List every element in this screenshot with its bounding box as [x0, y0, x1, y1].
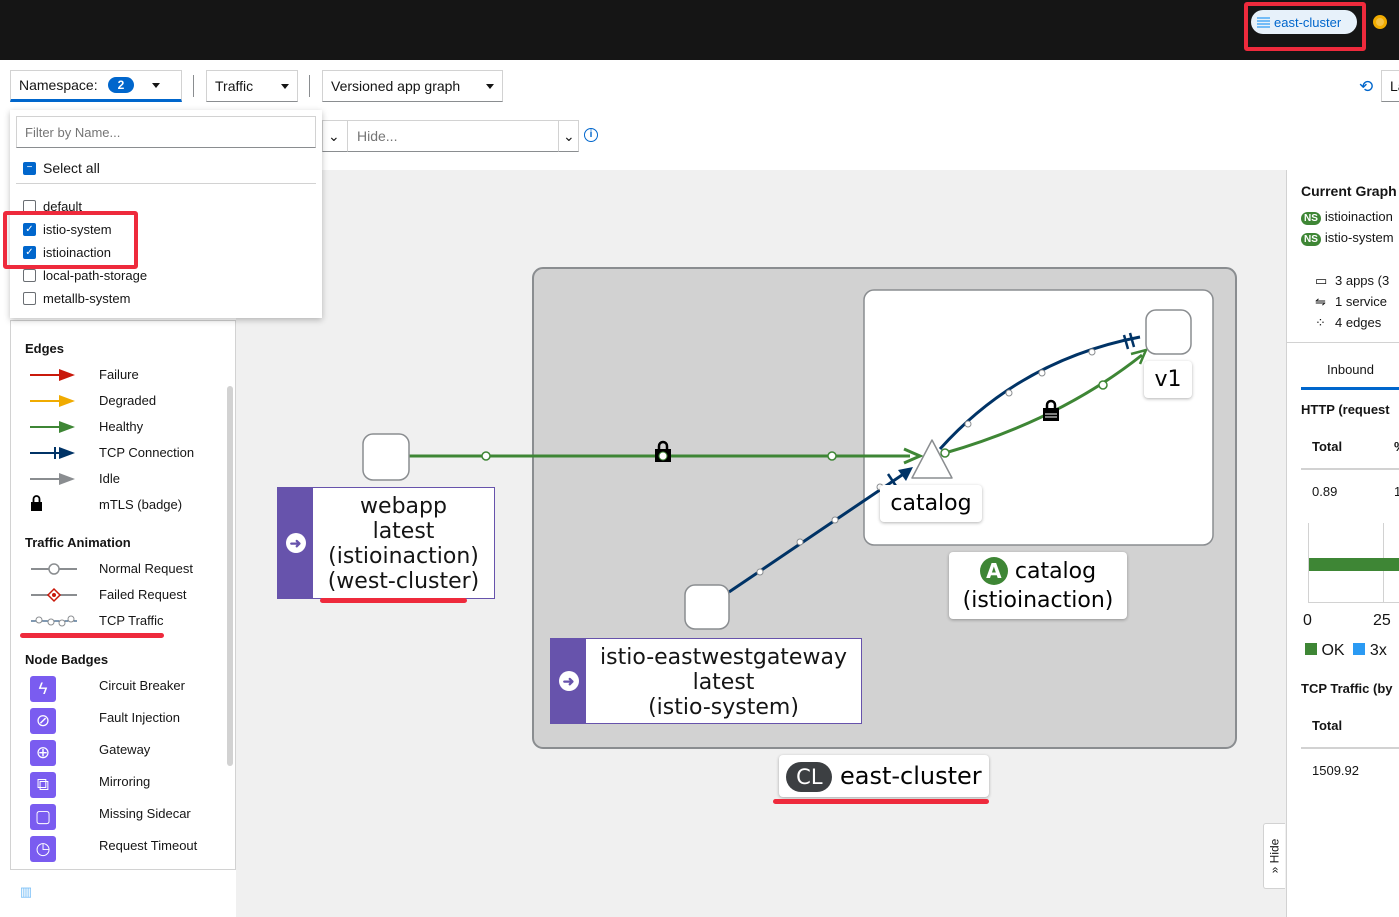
highlight-box [1244, 2, 1366, 51]
annotation-underline [320, 598, 467, 603]
failed-request-icon [31, 587, 77, 603]
hide-input[interactable] [347, 120, 559, 152]
divider [1287, 342, 1399, 343]
edge-catalog-v1-http [940, 348, 1149, 458]
catalog-app-label[interactable]: A catalog (istioinaction) [949, 552, 1127, 619]
legend-panel: Edges Failure Degraded Healthy TCP Conne… [10, 320, 236, 870]
legend-scrollbar[interactable] [227, 386, 233, 766]
arrow-circle-icon: ➜ [285, 533, 306, 553]
divider [309, 75, 310, 97]
node-v1 [1145, 309, 1192, 355]
caret-down-icon [152, 82, 161, 88]
cluster-badge: CL [786, 762, 833, 792]
tcp-arrow-icon [30, 447, 75, 459]
divider [1301, 747, 1399, 749]
select-all-checkbox[interactable]: −Select all [23, 160, 100, 176]
tab-inbound[interactable]: Inbound [1301, 362, 1399, 390]
node-gateway [684, 584, 730, 630]
hide-panel-button[interactable]: » Hide [1263, 823, 1285, 889]
mirror-icon: ⧉ [30, 772, 56, 798]
info-icon[interactable]: i [584, 128, 598, 142]
clock-icon: ◷ [30, 836, 56, 862]
v1-label[interactable]: v1 [1144, 361, 1192, 398]
tcp-traffic-icon [31, 615, 77, 627]
status-dot-icon[interactable] [1373, 15, 1387, 29]
bolt-icon: ϟ [30, 676, 56, 702]
square-dashed-icon: ▢ [30, 804, 56, 830]
cluster-label[interactable]: CL east-cluster [779, 755, 989, 797]
failure-arrow-icon [30, 369, 75, 381]
edges-icon: ⁘ [1315, 315, 1326, 330]
cluster-chip[interactable]: east-cluster [1251, 10, 1357, 34]
degraded-arrow-icon [30, 395, 75, 407]
namespace-local-path-storage[interactable]: local-path-storage [23, 268, 147, 283]
divider [16, 183, 316, 184]
service-icon: ⇋ [1315, 294, 1326, 309]
ok-bar [1309, 558, 1399, 571]
last-dropdown[interactable]: La [1381, 70, 1399, 102]
divider [1301, 468, 1399, 470]
history-icon[interactable]: ⟲ [1359, 77, 1374, 96]
edge-webapp-catalog [409, 440, 924, 465]
top-bar [0, 0, 1399, 60]
normal-request-icon [31, 563, 77, 575]
arrow-circle-icon: ➜ [558, 671, 579, 691]
namespace-istioinaction[interactable]: ✓istioinaction [23, 245, 111, 260]
highlight-box [3, 211, 138, 269]
caret-down-icon [281, 83, 289, 89]
traffic-dropdown[interactable]: Traffic [206, 70, 298, 102]
chart-axis [1308, 523, 1309, 603]
edge-legend-icons [30, 369, 75, 511]
namespace-dropdown[interactable]: Namespace:2 [10, 70, 182, 102]
graph-stats: ▭3 apps (3 ⇋1 service ⁘4 edges [1315, 270, 1389, 333]
annotation-underline [20, 633, 164, 638]
mtls-lock-icon [1043, 399, 1059, 421]
idle-arrow-icon [30, 473, 75, 485]
healthy-arrow-icon [30, 421, 75, 433]
divider [193, 75, 194, 97]
map-icon[interactable]: ▥ [13, 878, 39, 906]
namespace-metallb-system[interactable]: metallb-system [23, 291, 130, 306]
graph-type-dropdown[interactable]: Versioned app graph [322, 70, 503, 102]
server-icon [1257, 16, 1270, 28]
namespace-filter-input[interactable] [16, 116, 316, 148]
chart-legend: OK 3x [1305, 642, 1387, 660]
mtls-lock-icon [655, 440, 671, 462]
ban-icon: ⊘ [30, 708, 56, 734]
apps-icon: ▭ [1315, 273, 1328, 288]
namespace-istio-system[interactable]: ✓istio-system [23, 222, 112, 237]
edge-catalog-v1-tcp [938, 332, 1141, 451]
annotation-underline [773, 799, 989, 804]
chart-baseline [1308, 602, 1399, 603]
node-catalog-service [911, 439, 953, 479]
animation-legend-icons [31, 563, 77, 627]
catalog-service-label[interactable]: catalog [880, 485, 982, 522]
app-badge: A [979, 557, 1008, 585]
lock-icon [31, 495, 42, 511]
globe-icon: ⊕ [30, 740, 56, 766]
node-webapp [362, 433, 410, 481]
caret-down-icon [486, 83, 494, 89]
hide-chevron[interactable]: ⌄ [558, 120, 579, 152]
